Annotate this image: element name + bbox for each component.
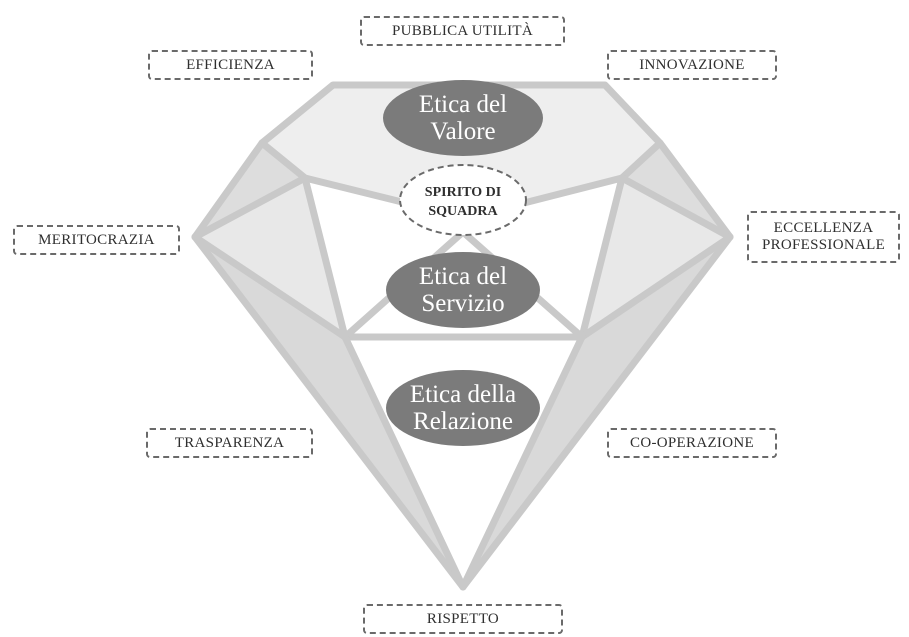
diamond-left-upper-facet bbox=[195, 143, 305, 237]
value-innovazione-text: INNOVAZIONE bbox=[639, 56, 745, 73]
diamond-upper-left-window bbox=[305, 178, 410, 337]
etica-valore-line1: Etica del bbox=[419, 91, 507, 118]
spirito-squadra-line1: SPIRITO DI bbox=[425, 185, 501, 200]
value-efficienza-text: EFFICIENZA bbox=[186, 56, 275, 73]
value-efficienza: EFFICIENZA bbox=[148, 50, 313, 80]
value-pubblica-utilita-text: PUBBLICA UTILITÀ bbox=[391, 22, 534, 39]
etica-servizio-ellipse bbox=[386, 252, 540, 328]
etica-servizio-line2: Servizio bbox=[421, 290, 504, 317]
etica-valore-ellipse bbox=[383, 80, 543, 156]
diamond-right-upper-facet bbox=[622, 143, 730, 237]
value-cooperazione: CO-OPERAZIONE bbox=[607, 428, 777, 458]
diamond-upper-right-window bbox=[520, 178, 622, 337]
value-eccellenza-line2: PROFESSIONALE bbox=[761, 237, 886, 253]
etica-relazione-line2: Relazione bbox=[413, 408, 513, 435]
etica-relazione-line1: Etica della bbox=[410, 381, 516, 408]
value-trasparenza: TRASPARENZA bbox=[146, 428, 313, 458]
value-pubblica-utilita: PUBBLICA UTILITÀ bbox=[360, 16, 565, 46]
diamond-outline bbox=[191, 81, 734, 591]
value-eccellenza-line1: ECCELLENZA bbox=[773, 220, 874, 236]
value-rispetto-text: RISPETTO bbox=[426, 610, 500, 627]
value-rispetto: RISPETTO bbox=[363, 604, 563, 634]
value-trasparenza-text: TRASPARENZA bbox=[174, 434, 285, 451]
value-meritocrazia: MERITOCRAZIA bbox=[13, 225, 180, 255]
spirito-squadra-line2: SQUADRA bbox=[428, 204, 498, 219]
spirito-squadra-ellipse bbox=[399, 164, 527, 236]
etica-relazione-ellipse bbox=[386, 370, 540, 446]
etica-servizio-line1: Etica del bbox=[419, 263, 507, 290]
value-innovazione: INNOVAZIONE bbox=[607, 50, 777, 80]
etica-valore-line2: Valore bbox=[430, 118, 495, 145]
value-eccellenza-professionale: ECCELLENZA PROFESSIONALE bbox=[747, 211, 900, 263]
value-cooperazione-text: CO-OPERAZIONE bbox=[630, 434, 754, 451]
value-meritocrazia-text: MERITOCRAZIA bbox=[38, 231, 155, 248]
